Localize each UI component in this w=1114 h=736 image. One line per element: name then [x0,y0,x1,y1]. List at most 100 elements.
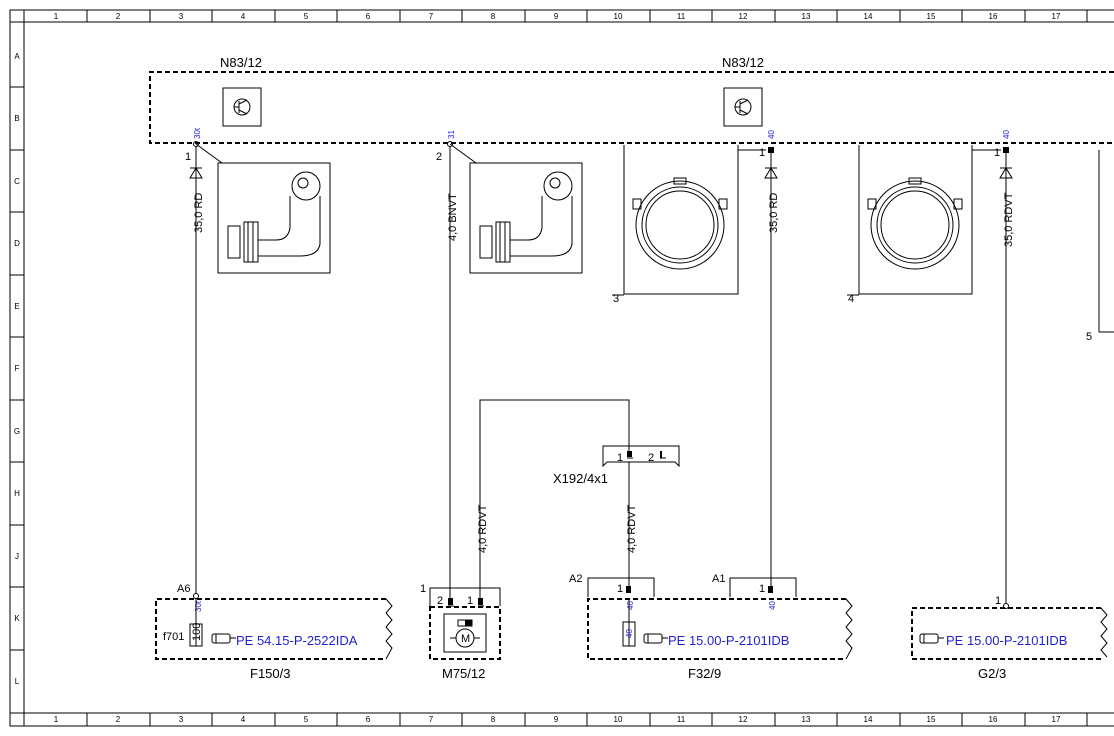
col-label: 10 [614,715,623,724]
col-label: 6 [366,715,371,724]
col-label: 7 [429,715,434,724]
grid-rows: A B C D E F G H J K L [10,52,24,686]
wire-w6[interactable]: 4,0 RDVT [626,462,638,588]
terminal-label: 30t [193,127,202,139]
col-label: 8 [491,715,496,724]
fuse-box-f150-3[interactable]: A6 30t 100 f701 PE 54.15-P-2522IDA F150/… [155,583,393,681]
control-unit-label-right: N83/12 [722,55,764,70]
battery-g2-3[interactable]: 1 PE 15.00-P-2101IDB G2/3 [911,595,1108,681]
col-label: 12 [739,715,748,724]
pin-label: 1 [617,452,623,464]
pin-label: A1 [712,573,725,585]
motor-m-glyph: M [461,633,470,645]
pin-label: 1 [185,151,191,163]
ground-terminal-icon [195,143,331,274]
terminal-label: 30t [194,600,203,612]
row-label: L [15,677,20,686]
col-label: 2 [116,12,121,21]
pin-label: 2 [437,595,443,607]
wire-w4[interactable]: 35,0 RDVT [999,153,1015,604]
col-label: 1 [54,715,59,724]
col-label: 11 [677,12,686,21]
row-label: C [14,177,20,186]
terminal-label: 40 [1002,130,1011,139]
col-label: 10 [614,12,623,21]
component-label: M75/12 [442,666,485,681]
row-label: F [15,364,20,373]
col-label: 3 [179,715,184,724]
wire-label: 35,0 RD [193,193,205,233]
row-label: B [14,114,19,123]
col-label: 13 [802,715,811,724]
pin-label: 4 [848,293,854,305]
pin-label: 1 [617,583,623,595]
pointing-hand-icon [211,633,236,644]
wire-w2[interactable]: 4,0 BNVT [447,147,459,598]
col-label: 4 [241,12,246,21]
col-label: 12 [739,12,748,21]
col-label: 4 [241,715,246,724]
col-label: 14 [864,12,873,21]
pin-label: 5 [1086,331,1092,343]
col-label: 17 [1052,12,1061,21]
reference-link[interactable]: PE 15.00-P-2101IDB [946,633,1067,648]
pin-label: 1 [759,583,765,595]
connector-label: X192/4x1 [553,471,608,486]
col-label: 7 [429,12,434,21]
pin-label: A2 [569,573,582,585]
wire-w3[interactable]: 35,0 RD [764,153,780,589]
drawing-frame [9,9,1114,727]
wire-label: 4,0 BNVT [447,193,459,241]
reference-link[interactable]: PE 54.15-P-2522IDA [236,633,358,648]
pin-label: 1 [994,147,1000,159]
wire-label: 4,0 RDVT [626,504,638,553]
row-label: G [14,427,20,436]
control-unit-label-left: N83/12 [220,55,262,70]
fuse-rating: 100 [191,623,203,641]
col-label: 6 [366,12,371,21]
transistor-icon [723,87,763,127]
transistor-icon [222,87,262,127]
pin-label: 2 [436,151,442,163]
row-label: H [14,489,20,498]
pointing-hand-icon [919,633,944,644]
pin-label: 3 [613,293,619,305]
wire-w5[interactable]: 4,0 RDVT [477,399,630,598]
component-label: F32/9 [688,666,721,681]
row-label: D [14,239,20,248]
terminal-label: 40 [767,130,776,139]
wire-label: 35,0 RD [768,193,780,233]
reference-link[interactable]: PE 15.00-P-2101IDB [668,633,789,648]
grid-columns-top: 1 2 3 4 5 6 7 8 9 10 11 12 13 14 15 16 1… [54,10,1088,22]
control-unit-n83-12[interactable]: N83/12 N83/12 [149,55,1114,144]
ground-terminal-icon [449,143,583,274]
row-label: J [15,552,19,561]
row-label: K [14,614,20,623]
pin-label: 1 [420,583,426,595]
col-label: 15 [927,715,936,724]
col-label: 5 [304,12,309,21]
col-label: 9 [554,12,559,21]
col-label: 2 [116,715,121,724]
pin-label: 1 [995,595,1001,607]
terminal-label: 40 [768,601,777,610]
terminal-pins-top: 30t 1 31 2 40 1 40 1 [185,127,1011,163]
pin-label: 2 [648,452,654,464]
col-label: 5 [304,715,309,724]
pointing-hand-icon [643,633,668,644]
col-label: 8 [491,12,496,21]
col-label: 15 [927,12,936,21]
prefuse-box-f32-9[interactable]: A2 A1 1 1 40 40 40 PE 15.00-P-2101IDB F3… [569,573,853,681]
fuse-name: f701 [163,631,184,643]
col-label: 9 [554,715,559,724]
connector-x192[interactable]: 1 2 X192/4x1 [553,445,680,486]
wire-w1[interactable]: 35,0 RD [189,147,205,594]
fuse-rating: 40 [625,629,634,638]
motor-m75-12[interactable]: 1 2 1 M M75/12 [420,583,501,681]
terminal-label: 31 [447,130,456,139]
ground-bolt-icon: 4 [847,145,1001,305]
ground-bolt-icon: 3 [612,145,766,305]
component-label: F150/3 [250,666,290,681]
pin-label: A6 [177,583,190,595]
